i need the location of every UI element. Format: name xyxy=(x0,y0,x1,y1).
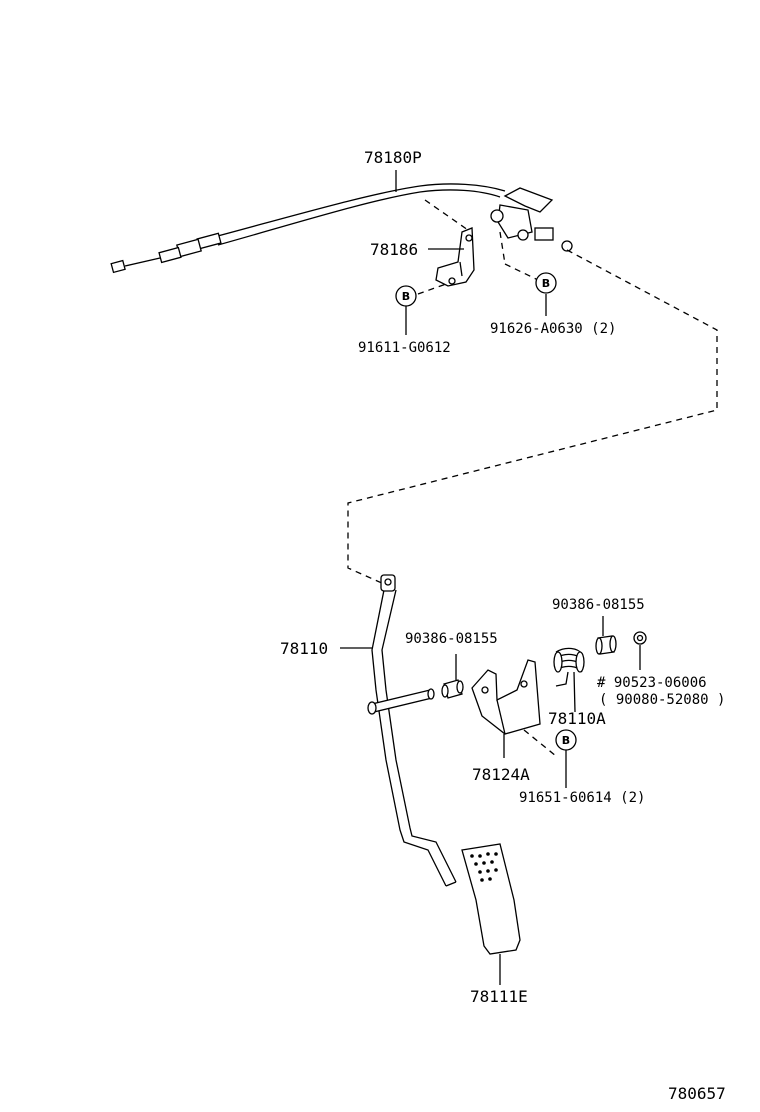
bushing xyxy=(595,635,617,655)
label-spring: 78110A xyxy=(548,709,606,728)
pedal-arm xyxy=(367,574,457,887)
pedal-pad xyxy=(461,843,521,955)
label-nut: # 90523-06006 xyxy=(597,675,707,691)
svg-text:B: B xyxy=(562,734,570,747)
pedal-bracket xyxy=(471,659,541,735)
return-spring xyxy=(553,647,585,713)
label-pedal-bracket: 78124A xyxy=(472,765,530,784)
cable-bracket xyxy=(435,227,475,287)
bolt-marker-b: B xyxy=(555,729,577,751)
label-bushing-right: 90386-08155 xyxy=(552,597,645,613)
label-bolt-upper-left: 91611-G0612 xyxy=(358,340,451,356)
label-bushing-left: 90386-08155 xyxy=(405,631,498,647)
label-bolt-upper-right: 91626-A0630 (2) xyxy=(490,321,616,337)
accelerator-cable xyxy=(110,183,573,274)
label-nut-alt: ( 90080-52080 ) xyxy=(599,692,725,708)
label-bolt-lower: 91651-60614 (2) xyxy=(519,790,645,806)
svg-text:B: B xyxy=(542,277,550,290)
label-cable: 78180P xyxy=(364,148,422,167)
bolt-marker-b: B xyxy=(395,285,417,307)
nut xyxy=(633,631,647,645)
label-bracket: 78186 xyxy=(370,240,418,259)
label-pedal-pad: 78111E xyxy=(470,987,528,1006)
diagram-number: 780657 xyxy=(668,1084,726,1103)
bushing xyxy=(441,679,464,699)
bolt-marker-b: B xyxy=(535,272,557,294)
label-pedal-arm: 78110 xyxy=(280,639,328,658)
svg-text:B: B xyxy=(402,290,410,303)
